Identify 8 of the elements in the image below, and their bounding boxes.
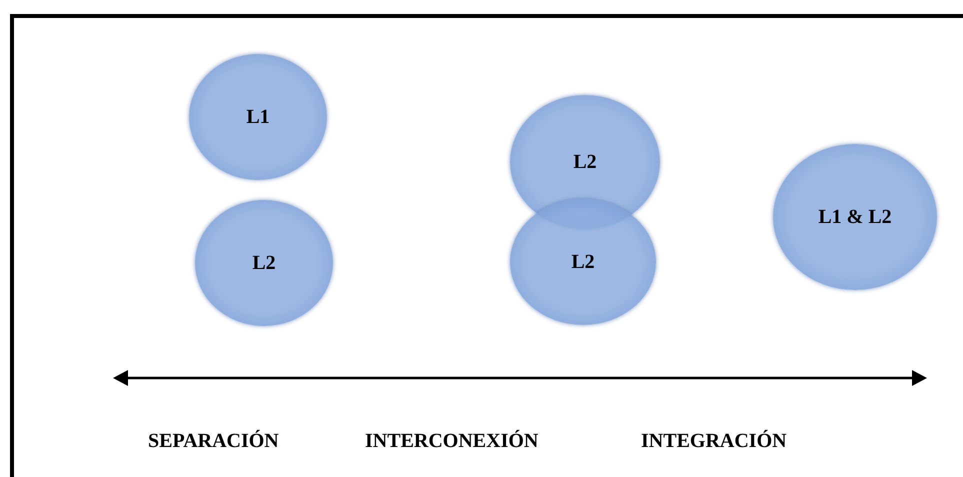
stage-label: INTEGRACIÓN — [641, 428, 787, 454]
stage-label: INTERCONEXIÓN — [365, 428, 538, 454]
ellipse-label: L2 — [571, 250, 595, 275]
ellipse-label: L1 — [246, 105, 270, 130]
ellipse-label: L2 — [573, 150, 597, 175]
ellipse-label: L2 — [252, 251, 276, 276]
stage-label: SEPARACIÓN — [148, 428, 279, 454]
ellipse-label: L1 & L2 — [818, 205, 892, 230]
